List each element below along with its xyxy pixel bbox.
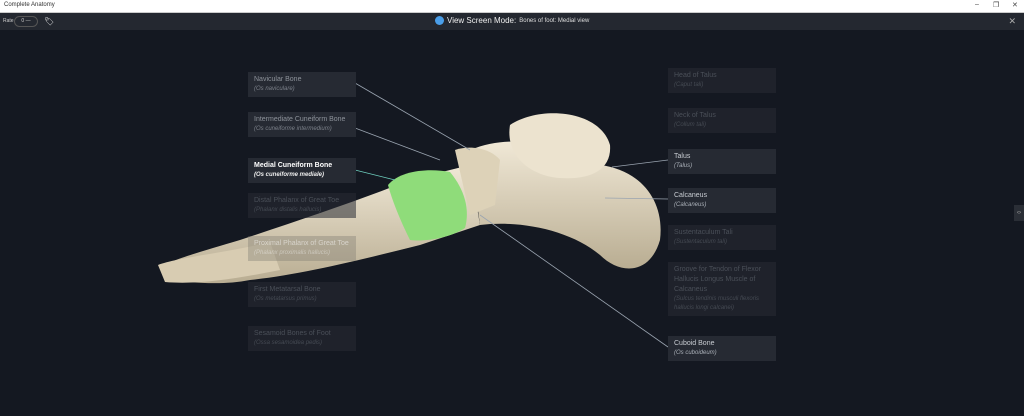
label-latin: (Calcaneus)	[674, 202, 707, 208]
label-name: Groove for Tendon of Flexor Hallucis Lon…	[674, 266, 762, 293]
rate-toggle[interactable]: 0 —	[14, 16, 38, 27]
label-name: Neck of Talus	[674, 112, 716, 119]
label-latin: (Phalanx proximalis hallucis)	[254, 250, 331, 256]
exit-view-mode-button[interactable]: ✕	[1008, 16, 1016, 26]
leader-line-medial-cuneiform	[354, 169, 396, 181]
label-calcaneus[interactable]: Calcaneus (Calcaneus)	[668, 188, 776, 213]
label-head-of-talus[interactable]: Head of Talus (Caput tali)	[668, 68, 776, 93]
view-mode-subtitle: Bones of foot: Medial view	[519, 17, 590, 24]
label-first-metatarsal[interactable]: First Metatarsal Bone (Os metatarsus prim…	[248, 282, 356, 307]
label-latin: (Sustentaculum tali)	[674, 239, 728, 245]
label-latin: (Os naviculare)	[254, 86, 295, 92]
restore-button[interactable]: ❐	[993, 2, 1000, 9]
label-name: Talus	[674, 153, 691, 160]
label-latin: (Os metatarsus primus)	[254, 296, 317, 302]
close-window-button[interactable]: ✕	[1012, 2, 1018, 9]
label-groove-fhl[interactable]: Groove for Tendon of Flexor Hallucis Lon…	[668, 262, 776, 316]
leader-line-talus	[611, 159, 669, 168]
bone-toes	[158, 242, 280, 283]
label-navicular-bone[interactable]: Navicular Bone (Os naviculare)	[248, 72, 356, 97]
rate-label: Rate	[3, 18, 14, 24]
label-name: Proximal Phalanx of Great Toe	[254, 240, 349, 247]
window-title: Complete Anatomy	[4, 2, 55, 8]
label-name: Medial Cuneiform Bone	[254, 162, 333, 169]
side-panel-handle[interactable]: ‹›	[1014, 205, 1024, 221]
label-sustentaculum-tali[interactable]: Sustentaculum Tali (Sustentaculum tali)	[668, 225, 776, 250]
label-name: Head of Talus	[674, 72, 717, 79]
label-latin: (Os cuneiforme intermedium)	[254, 126, 332, 132]
leader-line-navicular	[354, 82, 471, 151]
label-latin: (Caput tali)	[674, 82, 704, 88]
leader-line-intermediate	[354, 127, 441, 161]
bone-talus	[509, 113, 611, 179]
bone-medial-cuneiform-highlight	[388, 170, 467, 241]
label-latin: (Ossa sesamoidea pedis)	[254, 340, 323, 346]
label-latin: (Sulcus tendinis musculi flexoris halluc…	[674, 296, 760, 311]
label-name: Distal Phalanx of Great Toe	[254, 197, 340, 204]
label-neck-of-talus[interactable]: Neck of Talus (Collum tali)	[668, 108, 776, 133]
label-name: Sustentaculum Tali	[674, 229, 733, 236]
foot-model[interactable]	[0, 30, 1024, 416]
label-name: Cuboid Bone	[674, 340, 715, 347]
label-latin: (Phalanx distalis hallucis)	[254, 207, 322, 213]
leader-line-calcaneus	[604, 197, 669, 200]
label-latin: (Os cuboideum)	[674, 350, 717, 356]
label-distal-phalanx[interactable]: Distal Phalanx of Great Toe (Phalanx dist…	[248, 193, 356, 218]
leader-line-cuboid	[479, 214, 669, 348]
view-mode-label: View Screen Mode:	[447, 16, 517, 25]
label-name: Navicular Bone	[254, 76, 302, 83]
label-name: First Metatarsal Bone	[254, 286, 321, 293]
label-latin: (Collum tali)	[674, 122, 707, 128]
label-medial-cuneiform[interactable]: Medial Cuneiform Bone (Os cuneiforme medi…	[248, 158, 356, 183]
label-name: Intermediate Cuneiform Bone	[254, 116, 346, 123]
title-bar: Complete Anatomy – ❐ ✕	[0, 0, 1024, 13]
label-name: Sesamoid Bones of Foot	[254, 330, 331, 337]
minimize-button[interactable]: –	[975, 1, 979, 8]
view-mode-icon	[435, 16, 444, 25]
label-cuboid-bone[interactable]: Cuboid Bone (Os cuboideum)	[668, 336, 776, 361]
bone-calcaneus	[470, 141, 661, 269]
tag-icon[interactable]: 🏷	[44, 17, 55, 26]
label-talus[interactable]: Talus (Talus)	[668, 149, 776, 174]
label-sesamoid-bones[interactable]: Sesamoid Bones of Foot (Ossa sesamoidea p…	[248, 326, 356, 351]
view-mode-title: View Screen Mode: Bones of foot: Medial …	[435, 16, 589, 25]
label-latin: (Talus)	[674, 163, 693, 169]
label-name: Calcaneus	[674, 192, 708, 199]
bone-navicular	[455, 147, 500, 215]
toolbar: Rate 0 — 🏷 View Screen Mode: Bones of fo…	[0, 13, 1024, 30]
label-intermediate-cuneiform[interactable]: Intermediate Cuneiform Bone (Os cuneiform…	[248, 112, 356, 137]
viewport-3d[interactable]	[0, 30, 1024, 416]
label-proximal-phalanx[interactable]: Proximal Phalanx of Great Toe (Phalanx pr…	[248, 236, 356, 261]
label-latin: (Os cuneiforme mediale)	[254, 172, 325, 178]
